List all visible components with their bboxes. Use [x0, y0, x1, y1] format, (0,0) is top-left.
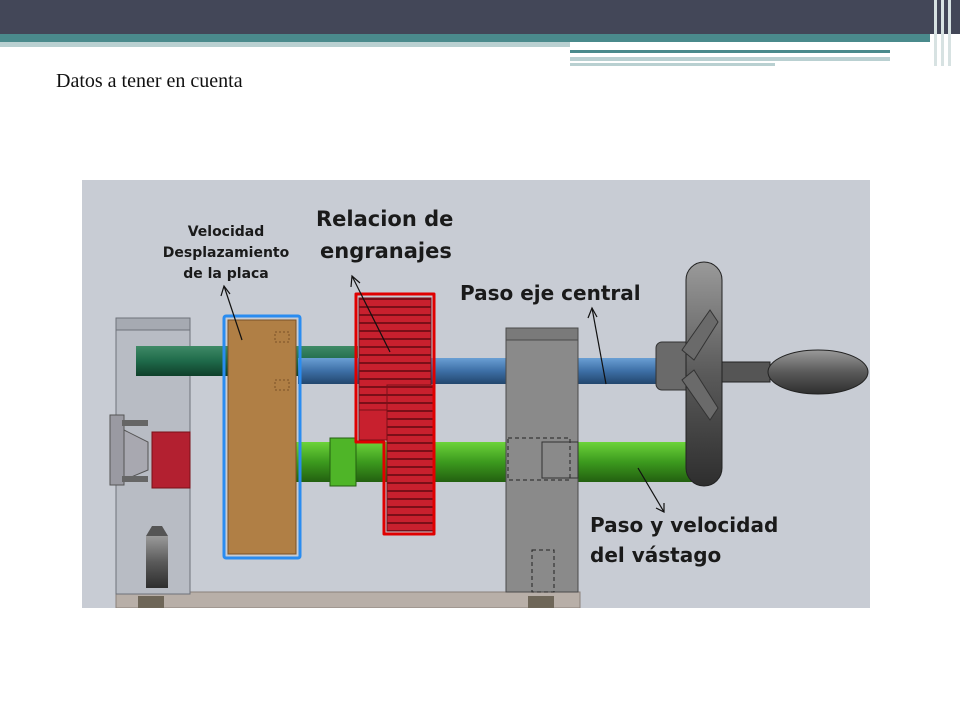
housing-slot: [531, 549, 555, 593]
figure-edge: [857, 180, 870, 270]
slide-title: Datos a tener en cuenta: [56, 70, 243, 92]
mechanism-diagram: Velocidad Desplazamiento de la placa Rel…: [82, 180, 870, 609]
clamp-bolt: [122, 420, 148, 426]
handle-stem: [721, 361, 771, 383]
lower-gear: [386, 384, 436, 532]
clamp-bolt: [122, 476, 148, 482]
label-relacion-2: engranajes: [320, 239, 452, 263]
arrow-velocidad: [223, 285, 243, 341]
left-housing-cap: [115, 317, 191, 331]
shaft-collar: [329, 437, 357, 487]
corner-stripe: [934, 0, 937, 66]
label-paso-vastago-2: del vástago: [590, 543, 721, 567]
arrow-vastago: [637, 467, 665, 513]
red-coupling: [151, 431, 191, 489]
corner-stripe: [941, 0, 944, 66]
accent-line-short: [570, 63, 775, 66]
corner-stripe: [948, 0, 951, 66]
base-foot: [138, 596, 164, 608]
support-pin: [146, 536, 168, 588]
label-relacion-1: Relacion de: [316, 207, 453, 231]
figure-background: [82, 180, 870, 608]
mechanism-figure: Velocidad Desplazamiento de la placa Rel…: [82, 180, 870, 609]
gear-highlight: [354, 292, 436, 536]
arrowhead: [350, 274, 361, 288]
wheel-spoke: [681, 369, 719, 421]
label-paso-vastago-1: Paso y velocidad: [590, 513, 778, 537]
accent-band: [0, 34, 930, 42]
right-housing-cap: [505, 327, 579, 341]
arrowhead: [655, 503, 665, 513]
title-bar-decoration: [0, 0, 960, 34]
label-velocidad-3: de la placa: [183, 266, 269, 282]
gear-hub: [358, 409, 388, 441]
wheel-spoke: [681, 309, 719, 361]
label-paso-eje: Paso eje central: [460, 281, 641, 305]
pin-tip: [146, 526, 168, 536]
accent-line-light: [570, 57, 890, 61]
arrowhead: [220, 284, 231, 297]
housing-bore: [507, 437, 571, 481]
arrowhead: [587, 306, 598, 319]
arrow-relacion: [351, 275, 391, 353]
handle-grip: [767, 349, 869, 395]
arrow-paso-eje: [591, 307, 607, 385]
plate-highlight: [222, 314, 302, 560]
moving-plate: [227, 319, 297, 555]
housing-inner: [541, 441, 579, 479]
accent-band-light: [0, 42, 570, 47]
base-foot: [528, 596, 554, 608]
label-velocidad-2: Desplazamiento: [163, 245, 290, 261]
accent-line: [570, 50, 890, 53]
upper-shaft: [298, 358, 668, 384]
label-velocidad-1: Velocidad: [188, 224, 265, 240]
clamp-body: [109, 414, 125, 486]
clamp-jaw: [123, 429, 149, 481]
